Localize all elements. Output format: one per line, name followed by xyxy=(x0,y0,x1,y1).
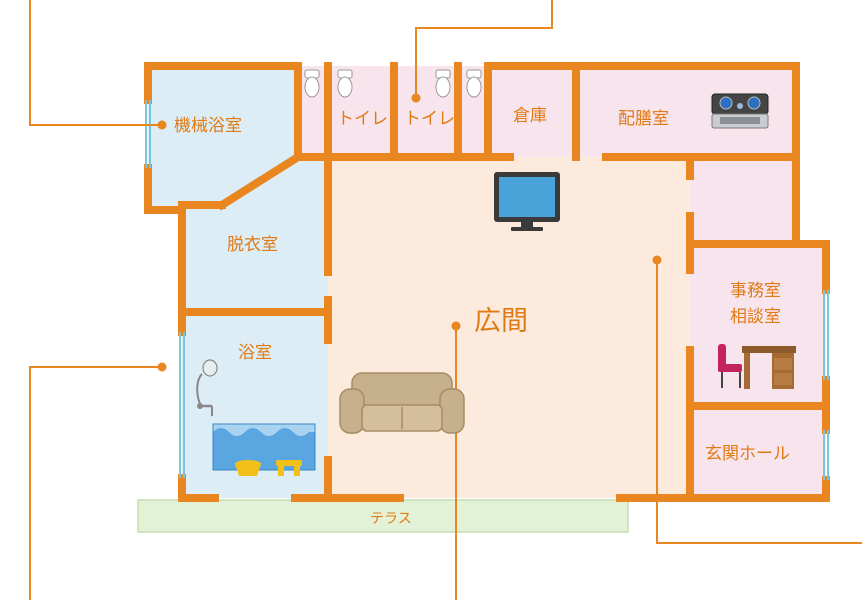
stove-icon xyxy=(711,93,769,129)
entrance-fill xyxy=(690,406,826,498)
room-label-machine-bath: 機械浴室 xyxy=(174,116,242,136)
leader-lines xyxy=(29,0,862,600)
room-label-storage: 倉庫 xyxy=(513,106,547,126)
desk-icon xyxy=(742,346,796,389)
room-label-toilet-2: トイレ xyxy=(404,109,455,129)
walls xyxy=(144,62,830,502)
shower-icon xyxy=(196,359,218,416)
stool-icon xyxy=(235,460,261,476)
toilet-icon xyxy=(435,69,451,98)
sofa-icon xyxy=(339,372,465,434)
room-label-office: 事務室 xyxy=(730,281,781,301)
toilet-icon xyxy=(337,69,353,98)
chair-icon xyxy=(718,344,742,388)
room-label-hall: 広間 xyxy=(474,306,528,337)
room-label-terrace: テラス xyxy=(370,511,412,527)
toilet-icon xyxy=(466,69,482,98)
windows xyxy=(145,100,829,480)
toilet-icon xyxy=(304,69,320,98)
leader-bathroom xyxy=(29,366,162,600)
room-label-entrance-hall: 玄関ホール xyxy=(705,444,790,464)
storage-fill xyxy=(488,66,576,157)
office-fill xyxy=(690,244,826,406)
basin-icon xyxy=(276,460,302,476)
room-label-consultation: 相談室 xyxy=(730,307,781,327)
room-label-bathroom: 浴室 xyxy=(238,343,272,363)
leader-toilet xyxy=(415,0,553,98)
room-label-toilet-1: トイレ xyxy=(337,109,388,129)
leader-machine-bath xyxy=(29,0,162,126)
tv-icon xyxy=(494,172,560,231)
room-label-pantry: 配膳室 xyxy=(618,109,669,129)
room-label-changing-room: 脱衣室 xyxy=(227,235,278,255)
changing-room-fill xyxy=(182,157,328,312)
leader-office xyxy=(656,260,862,544)
machine-bath-fill xyxy=(148,66,298,210)
